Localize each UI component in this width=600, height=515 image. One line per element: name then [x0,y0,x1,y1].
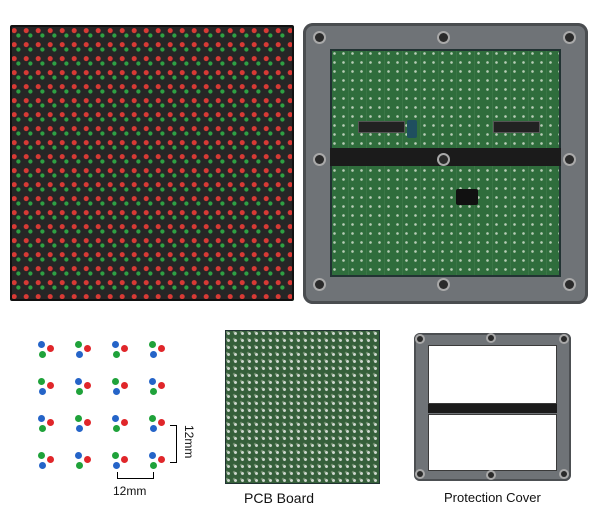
protection-cover-caption: Protection Cover [444,490,541,505]
dimension-tick [153,472,154,479]
dimension-tick [117,472,118,479]
screw-icon [488,335,494,341]
led-dot-blue [76,425,83,432]
led-dot-blue [38,341,45,348]
pcb-board-image [225,330,380,484]
led-dot-red [47,345,54,352]
led-dot-blue [75,378,82,385]
screw-icon [561,336,567,342]
screw-icon [488,472,494,478]
led-dot-red [158,382,165,389]
led-dot-blue [112,415,119,422]
capacitor [407,120,417,138]
led-dot-blue [39,462,46,469]
led-dot-green [38,378,45,385]
screw-icon [439,280,448,289]
led-dot-green [150,462,157,469]
screw-icon [315,280,324,289]
led-dot-green [150,388,157,395]
led-dot-red [158,419,165,426]
screw-icon [439,33,448,42]
screw-icon [439,155,448,164]
led-dot-red [158,345,165,352]
led-dot-green [75,415,82,422]
screw-icon [315,155,324,164]
led-dot-green [113,425,120,432]
led-dot-blue [113,388,120,395]
led-dot-blue [75,452,82,459]
led-dot-blue [149,452,156,459]
cover-bar [428,404,557,413]
led-dot-red [47,456,54,463]
power-terminal [456,189,478,205]
screw-icon [417,471,423,477]
led-dot-red [121,345,128,352]
led-dot-blue [76,351,83,358]
dimension-line-vertical [176,425,177,462]
led-dot-red [121,419,128,426]
led-dot-green [39,425,46,432]
led-dot-green [112,452,119,459]
screw-icon [565,280,574,289]
led-dot-green [76,388,83,395]
led-dot-blue [150,425,157,432]
led-dot-red [84,419,91,426]
led-dot-blue [150,351,157,358]
led-dot-blue [149,378,156,385]
ribbon-connector-right [493,121,540,133]
screw-icon [315,33,324,42]
screw-icon [561,471,567,477]
led-dot-red [121,382,128,389]
screw-icon [565,155,574,164]
cover-window-top [428,345,557,404]
dimension-tick [170,462,177,463]
led-dot-green [113,351,120,358]
led-dot-blue [112,341,119,348]
led-dot-blue [113,462,120,469]
led-dot-red [84,382,91,389]
led-dot-blue [39,388,46,395]
dimension-tick [170,425,177,426]
pixel-pitch-diagram [20,333,210,513]
led-dot-green [39,351,46,358]
led-dot-green [38,452,45,459]
led-dot-red [47,382,54,389]
ribbon-connector-left [358,121,405,133]
pitch-vertical-label: 12mm [182,425,196,459]
led-dot-red [84,345,91,352]
led-dot-red [158,456,165,463]
dimension-line-horizontal [117,478,154,479]
led-dot-red [84,456,91,463]
led-module-back-image [303,23,588,304]
led-dot-red [121,456,128,463]
pitch-horizontal-label: 12mm [113,484,147,498]
led-dot-green [76,462,83,469]
led-dot-green [75,341,82,348]
screw-icon [417,336,423,342]
cover-window-bottom [428,414,557,471]
screw-icon [565,33,574,42]
led-dot-green [149,341,156,348]
led-dot-green [149,415,156,422]
led-dot-red [47,419,54,426]
protection-cover-image [414,333,571,481]
pcb-board-caption: PCB Board [244,490,315,506]
led-dot-green [112,378,119,385]
led-dot-blue [38,415,45,422]
led-module-front-image [10,25,294,301]
